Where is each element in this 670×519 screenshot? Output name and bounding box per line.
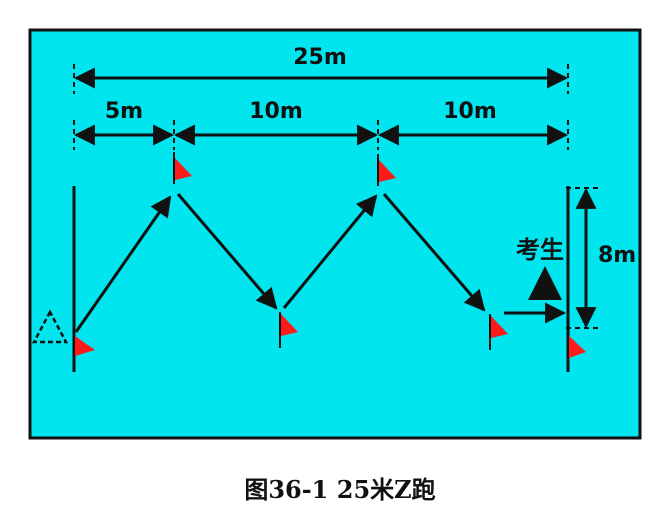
flag-icon [489,314,508,350]
segment-dimensions: 5m 10m 10m [73,99,569,150]
flag-icon [279,312,298,348]
flag-markers [73,152,586,362]
total-dimension: 25m [73,45,569,94]
flag-icon [377,154,396,186]
seg1-distance-label: 5m [105,99,143,124]
flag-icon [567,334,586,362]
flag-icon [73,334,95,360]
width-dimension: 8m [566,187,636,329]
start-position-icon [31,309,69,344]
flag-icon [173,152,192,184]
examinee-icon [528,266,562,300]
examinee-label: 考生 [516,236,564,264]
width-distance-label: 8m [598,243,636,268]
figure-caption: 图36-1 25米Z跑 [244,475,435,504]
total-distance-label: 25m [293,45,347,70]
seg3-distance-label: 10m [443,99,497,124]
seg2-distance-label: 10m [249,99,303,124]
running-path [74,193,567,333]
playing-field [28,28,642,440]
